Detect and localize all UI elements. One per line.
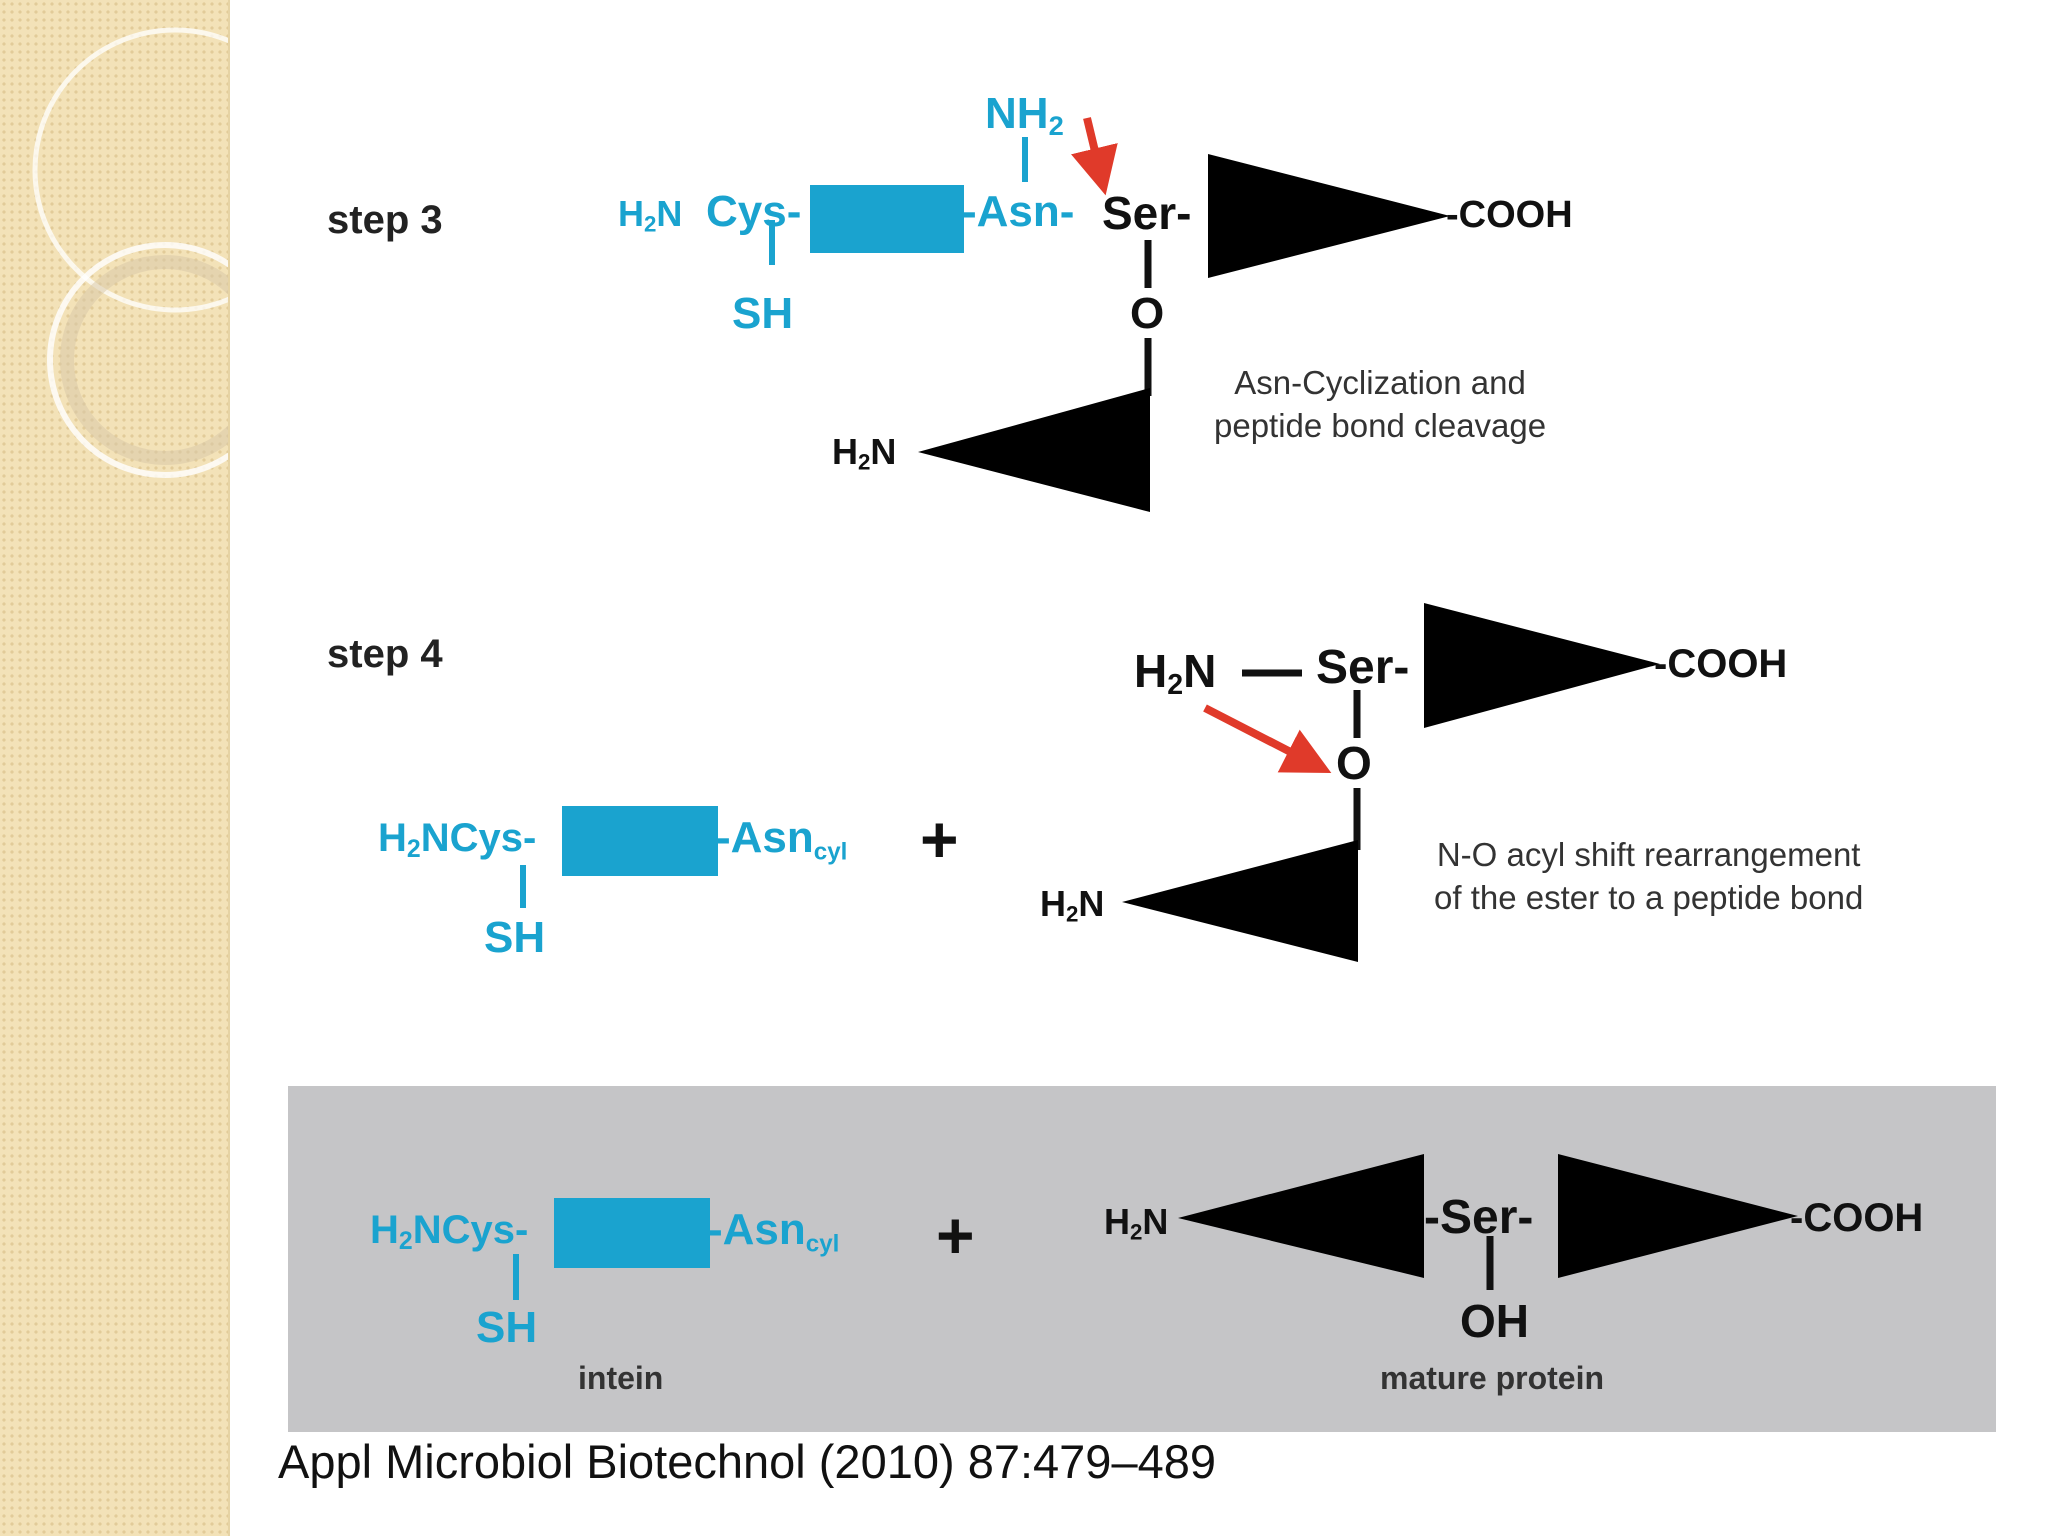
step4-sh-label: SH — [484, 913, 546, 962]
result-ser-label: -Ser- — [1424, 1191, 1534, 1244]
result-plus-sign: + — [936, 1198, 975, 1272]
result-protein-h2n-label: H2N — [1104, 1201, 1169, 1245]
step3-c-terminal-wedge — [1208, 154, 1450, 278]
step4-plus-sign: + — [920, 802, 959, 876]
step4-h2n-cys-label: H2NCys- — [378, 816, 537, 864]
step4-c-terminal-wedge — [1424, 603, 1660, 728]
step4-cooh-label: -COOH — [1654, 642, 1788, 686]
result-sh-label: SH — [476, 1303, 538, 1352]
step3-h2n-label: H2N — [618, 193, 683, 237]
step3-ser-label: Ser- — [1102, 187, 1192, 239]
step3-intein-block — [810, 185, 964, 253]
step4-caption: N-O acyl shift rearrangement of the este… — [1434, 834, 1863, 920]
step4-o-label: O — [1336, 737, 1372, 789]
step3-caption-line1: Asn-Cyclization and — [1234, 364, 1526, 401]
decorative-sidebar — [0, 0, 230, 1536]
step4-top-h2n-label: H2N — [1134, 645, 1217, 702]
step4-intein-block — [562, 806, 718, 876]
step3-lower-h2n-label: H2N — [832, 431, 897, 475]
step4-asn-label: -Asncyl — [716, 813, 848, 866]
result-n-terminal-wedge — [1178, 1154, 1424, 1278]
step4-lower-h2n-label: H2N — [1040, 883, 1105, 927]
step4-red-arrow — [1203, 704, 1332, 773]
step3-caption-line2: peptide bond cleavage — [1214, 406, 1547, 444]
step4-caption-line1: N-O acyl shift rearrangement — [1436, 836, 1861, 873]
step3-red-arrow — [1071, 117, 1118, 196]
mature-protein-label: mature protein — [1380, 1360, 1605, 1396]
intein-label: intein — [578, 1360, 664, 1396]
result-oh-label: OH — [1460, 1295, 1529, 1347]
step3-cys-label: Cys- — [706, 187, 802, 236]
step3-nh2-label: NH2 — [985, 89, 1064, 141]
result-asn-label: -Asncyl — [708, 1205, 840, 1258]
step3-asn-label: -Asn- — [962, 187, 1075, 236]
step4-n-terminal-wedge — [1122, 840, 1358, 962]
step4-caption-line2: of the ester to a peptide bond — [1434, 878, 1864, 916]
step3-n-terminal-wedge — [918, 388, 1150, 512]
sidebar-rings-ornament — [32, 27, 228, 478]
result-intein-block — [554, 1198, 710, 1268]
result-cooh-label: -COOH — [1790, 1196, 1924, 1240]
result-h2n-cys-label: H2NCys- — [370, 1208, 529, 1256]
result-c-terminal-wedge — [1558, 1154, 1798, 1278]
step4-ser-label: Ser- — [1316, 641, 1410, 694]
step3-caption: Asn-Cyclization and peptide bond cleavag… — [1214, 362, 1546, 448]
step4-label: step 4 — [327, 632, 443, 676]
step3-label: step 3 — [327, 198, 443, 242]
step3-cooh-label: -COOH — [1446, 194, 1573, 236]
step3-o-label: O — [1130, 289, 1165, 338]
citation-text: Appl Microbiol Biotechnol (2010) 87:479–… — [278, 1436, 1217, 1488]
step3-sh-label: SH — [732, 289, 794, 338]
